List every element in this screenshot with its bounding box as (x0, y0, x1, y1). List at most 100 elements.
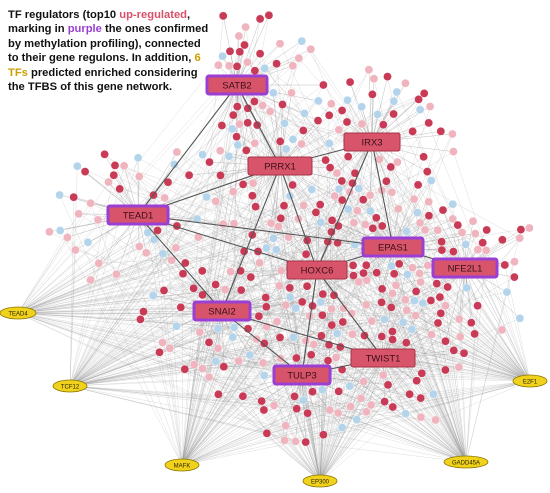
gene-node[interactable] (356, 394, 366, 403)
gene-node[interactable] (337, 106, 347, 115)
gene-node[interactable] (391, 280, 401, 290)
gene-node[interactable] (288, 61, 298, 71)
gene-node[interactable] (303, 408, 312, 418)
gene-node[interactable] (262, 428, 272, 438)
hub-node-irx3[interactable]: IRX3 (343, 132, 401, 152)
gene-node[interactable] (216, 171, 225, 180)
tfbs-node-tcf12[interactable]: TCF12 (52, 379, 88, 393)
gene-node[interactable] (74, 209, 83, 219)
gene-node[interactable] (466, 318, 476, 328)
gene-node[interactable] (243, 118, 252, 128)
gene-node[interactable] (327, 320, 337, 330)
gene-node[interactable] (302, 281, 312, 291)
gene-node[interactable] (262, 243, 271, 253)
gene-node[interactable] (301, 249, 311, 259)
gene-node[interactable] (301, 336, 311, 346)
gene-node[interactable] (337, 176, 347, 186)
gene-node[interactable] (235, 119, 244, 129)
gene-node[interactable] (285, 283, 295, 293)
gene-node[interactable] (134, 172, 144, 181)
gene-node[interactable] (318, 310, 327, 320)
gene-node[interactable] (441, 301, 450, 311)
gene-node[interactable] (441, 336, 450, 346)
gene-node[interactable] (63, 233, 72, 242)
gene-node[interactable] (515, 233, 525, 243)
gene-node[interactable] (502, 287, 512, 297)
gene-node[interactable] (266, 218, 276, 228)
gene-node[interactable] (158, 249, 168, 258)
gene-node[interactable] (383, 380, 393, 390)
gene-node[interactable] (136, 315, 145, 324)
gene-node[interactable] (408, 263, 417, 273)
gene-node[interactable] (424, 211, 434, 220)
gene-node[interactable] (346, 402, 355, 411)
gene-node[interactable] (170, 160, 179, 169)
gene-node[interactable] (325, 163, 335, 172)
gene-node[interactable] (435, 292, 445, 302)
gene-node[interactable] (281, 421, 291, 431)
gene-node[interactable] (497, 325, 507, 335)
gene-node[interactable] (93, 215, 103, 225)
gene-node[interactable] (367, 316, 377, 326)
gene-node[interactable] (415, 269, 424, 278)
gene-node[interactable] (148, 291, 158, 300)
gene-node[interactable] (289, 333, 298, 342)
gene-node[interactable] (388, 402, 398, 412)
gene-node[interactable] (219, 362, 229, 372)
gene-node[interactable] (348, 261, 358, 270)
gene-node[interactable] (284, 232, 293, 242)
gene-node[interactable] (459, 348, 469, 358)
hub-node-tulp3[interactable]: TULP3 (272, 364, 332, 386)
gene-node[interactable] (234, 31, 244, 41)
gene-node[interactable] (339, 303, 348, 313)
tfbs-node-e2f1[interactable]: E2F1 (512, 374, 548, 388)
gene-node[interactable] (386, 162, 396, 172)
gene-node[interactable] (327, 304, 336, 314)
gene-node[interactable] (327, 216, 337, 225)
gene-node[interactable] (291, 437, 300, 446)
gene-node[interactable] (454, 314, 464, 324)
gene-node[interactable] (265, 107, 275, 116)
gene-node[interactable] (254, 311, 264, 321)
gene-node[interactable] (224, 151, 234, 161)
gene-node[interactable] (389, 269, 399, 279)
gene-node[interactable] (202, 192, 211, 202)
gene-node[interactable] (345, 77, 355, 87)
gene-node[interactable] (510, 272, 519, 282)
gene-node[interactable] (285, 292, 295, 302)
gene-node[interactable] (334, 184, 344, 194)
gene-node[interactable] (213, 343, 223, 353)
gene-node[interactable] (299, 201, 308, 210)
gene-node[interactable] (436, 127, 446, 136)
gene-node[interactable] (358, 195, 368, 204)
gene-node[interactable] (176, 302, 186, 312)
hub-node-tead1[interactable]: TEAD1 (106, 204, 170, 226)
gene-node[interactable] (431, 415, 440, 425)
hub-node-prrx1[interactable]: PRRX1 (247, 156, 313, 176)
gene-node[interactable] (388, 335, 397, 344)
gene-node[interactable] (375, 155, 384, 164)
gene-node[interactable] (251, 202, 260, 211)
gene-node[interactable] (416, 393, 426, 403)
gene-node[interactable] (248, 178, 258, 188)
gene-node[interactable] (211, 280, 220, 289)
hub-node-epas1[interactable]: EPAS1 (361, 236, 425, 258)
gene-node[interactable] (429, 389, 438, 399)
gene-node[interactable] (318, 289, 328, 299)
gene-node[interactable] (424, 118, 434, 128)
gene-node[interactable] (377, 332, 387, 341)
gene-node[interactable] (306, 44, 316, 54)
gene-node[interactable] (352, 415, 362, 424)
gene-node[interactable] (308, 387, 317, 397)
gene-node[interactable] (155, 347, 164, 357)
gene-node[interactable] (45, 227, 54, 237)
gene-node[interactable] (227, 124, 237, 134)
gene-node[interactable] (345, 381, 355, 391)
gene-node[interactable] (409, 296, 419, 305)
gene-node[interactable] (198, 290, 207, 300)
gene-node[interactable] (333, 408, 343, 418)
gene-node[interactable] (115, 184, 124, 194)
gene-node[interactable] (260, 64, 269, 73)
gene-node[interactable] (192, 214, 202, 224)
gene-node[interactable] (232, 62, 242, 71)
